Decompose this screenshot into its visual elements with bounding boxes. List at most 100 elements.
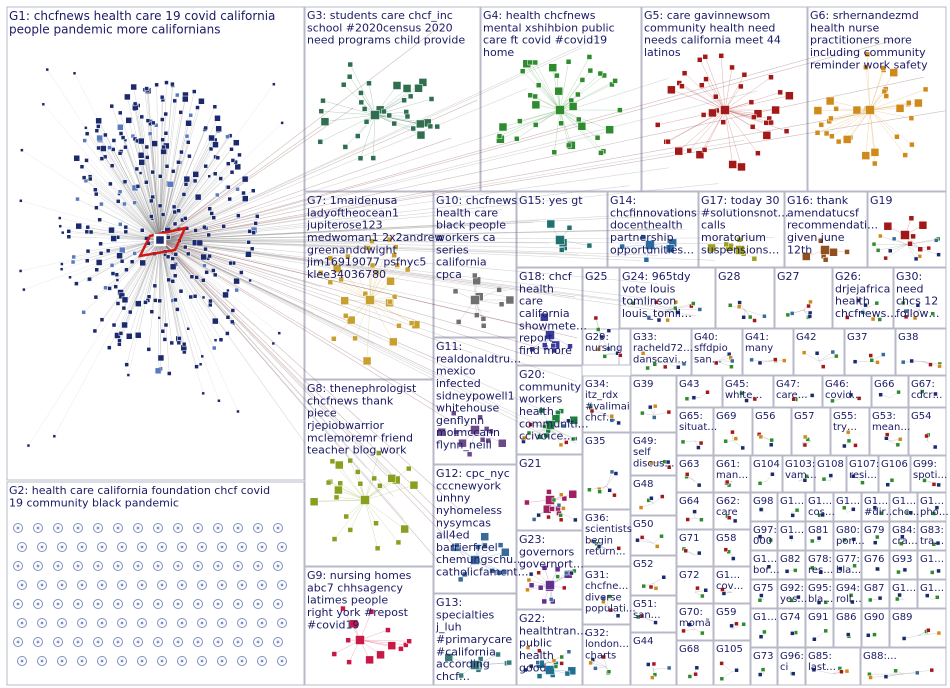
node (96, 145, 101, 151)
node (178, 288, 184, 294)
cluster-label-g1m: G1… (753, 612, 777, 623)
edge (159, 239, 234, 264)
cluster-box-g86 (833, 608, 862, 648)
node (475, 544, 481, 550)
edge (648, 309, 668, 318)
node (697, 307, 703, 312)
node (592, 539, 597, 544)
node (495, 570, 502, 576)
node (918, 220, 928, 230)
node (529, 346, 535, 352)
node (82, 138, 87, 143)
node (391, 293, 398, 300)
node (16, 564, 20, 568)
node (856, 298, 861, 303)
edge (159, 239, 439, 408)
cluster-box-g91 (805, 608, 834, 648)
cluster-box-g82 (777, 550, 806, 580)
edge (20, 239, 161, 272)
node (13, 523, 23, 533)
edge (369, 299, 400, 326)
edge (159, 239, 176, 300)
node (785, 91, 794, 100)
node (363, 119, 370, 125)
cluster-box-g22 (516, 609, 583, 686)
node (392, 81, 402, 90)
node (117, 618, 127, 628)
node (280, 659, 284, 663)
node (153, 523, 163, 533)
node (741, 71, 748, 78)
node (181, 192, 187, 197)
node (194, 364, 199, 369)
edge (77, 198, 161, 241)
cluster-box-g56 (752, 407, 792, 456)
node (638, 505, 644, 510)
edge (159, 156, 216, 241)
node (138, 159, 145, 166)
edge (724, 109, 754, 118)
node (651, 661, 657, 667)
node (377, 482, 383, 489)
cluster-box-g54 (908, 407, 947, 456)
cluster-box-g95 (805, 579, 834, 609)
node (470, 660, 480, 670)
node (109, 103, 114, 109)
node (133, 637, 143, 647)
edge (667, 305, 692, 311)
node (247, 229, 252, 234)
node (79, 164, 85, 169)
node (757, 672, 763, 677)
cluster-box-g38 (895, 328, 947, 376)
edge (159, 229, 662, 241)
node (240, 545, 244, 549)
node (136, 564, 140, 568)
node (183, 182, 189, 187)
edge (146, 146, 161, 241)
node (180, 659, 184, 663)
edge (527, 647, 550, 663)
node (77, 580, 87, 590)
edge (159, 139, 216, 241)
cluster-label-g1h: G1…bor… (753, 554, 780, 576)
node (120, 135, 126, 140)
node (144, 144, 150, 150)
node (477, 414, 483, 421)
node (652, 362, 658, 367)
edge (324, 114, 376, 122)
node (53, 523, 63, 533)
node (472, 272, 478, 279)
node (883, 221, 893, 231)
node (117, 580, 127, 590)
edge (112, 239, 161, 274)
node (588, 660, 593, 666)
node (161, 144, 166, 150)
node (331, 336, 337, 342)
node (116, 526, 120, 530)
node (735, 245, 745, 255)
node (848, 392, 854, 398)
edge (667, 309, 700, 311)
node (173, 599, 183, 609)
cluster-box-g92 (777, 579, 806, 609)
edge (133, 86, 161, 241)
node (188, 294, 193, 300)
node (196, 602, 200, 606)
node (521, 435, 527, 441)
node (257, 542, 267, 552)
node (160, 137, 165, 143)
node (230, 158, 236, 163)
node (163, 111, 168, 117)
node (895, 596, 900, 602)
node (936, 252, 941, 257)
edge (885, 673, 904, 677)
cluster-box-g62 (713, 492, 751, 530)
edge (159, 239, 441, 513)
node (731, 556, 736, 561)
edge (678, 109, 726, 152)
node (878, 510, 884, 516)
node (695, 150, 705, 159)
edge (159, 239, 229, 291)
